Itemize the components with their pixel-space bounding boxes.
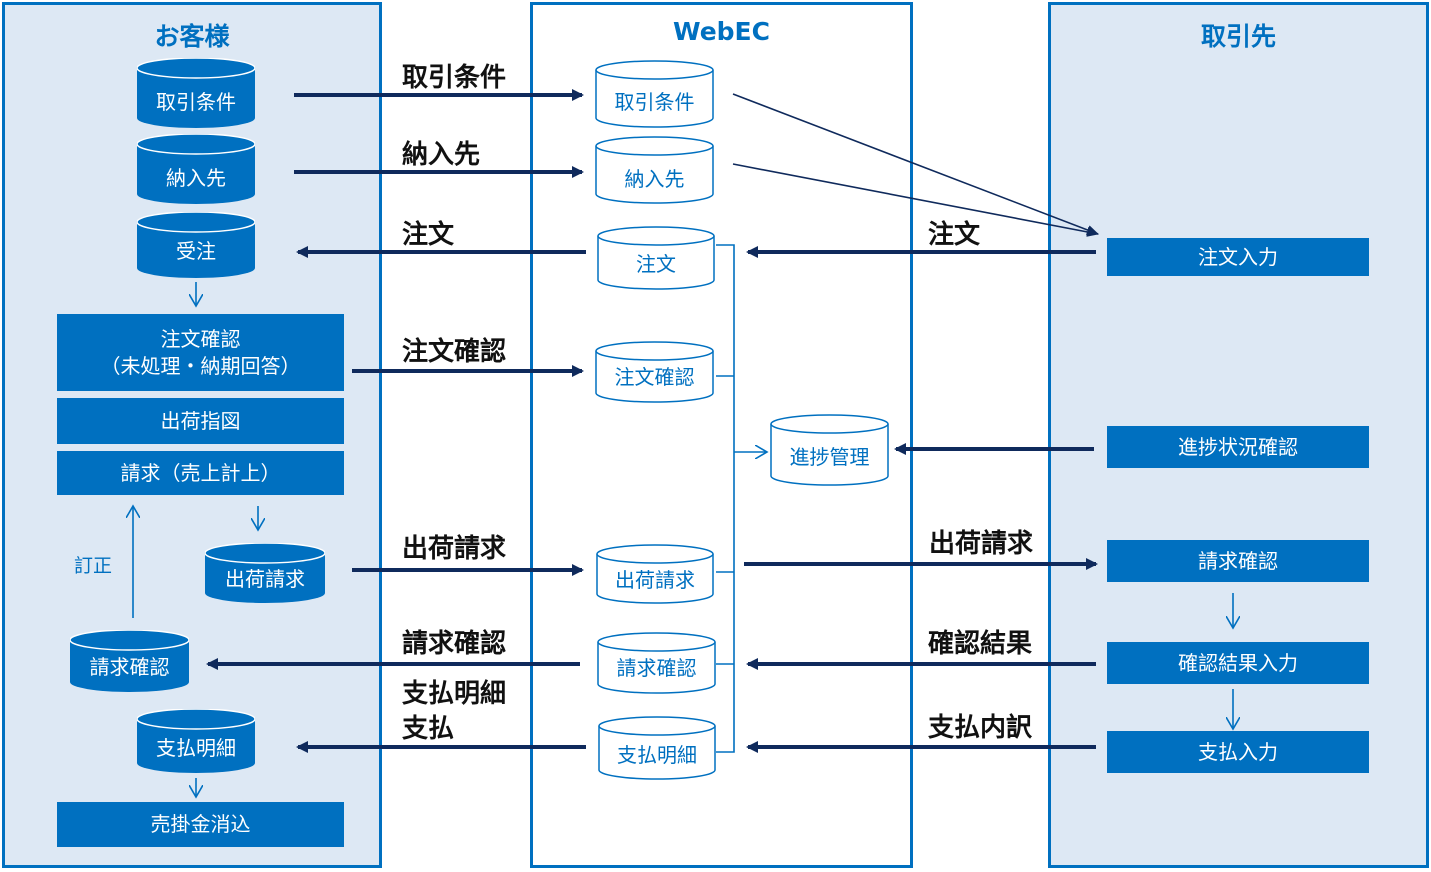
customer-order-db-label: 受注 [176,239,216,263]
webec-order-db: 注文 [597,226,715,290]
order-entry-label: 注文入力 [1198,244,1278,269]
progress-check-box: 進捗状況確認 [1107,426,1369,468]
webec-billing-confirm-db: 請求確認 [597,632,716,694]
order-entry-box: 注文入力 [1107,238,1369,276]
flow-label-payment-detail: 支払明細 [402,679,507,709]
webec-panel-title: WebEC [673,17,770,46]
supplier-billing-confirm-label: 請求確認 [1198,548,1278,573]
flow-label-order-confirm: 注文確認 [402,337,507,367]
flow-label-shipping-billing: 出荷請求 [402,534,507,564]
webec-progress-db: 進捗管理 [770,414,889,486]
flow-label-billing-confirm: 請求確認 [402,629,507,659]
order-confirm-line2: （未処理・納期回答） [100,353,301,378]
webec-payment-db: 支払明細 [598,716,716,780]
arrow-terms-to-order-entry [732,93,1099,235]
result-entry-label: 確認結果入力 [1178,650,1298,675]
shipping-instruction-box: 出荷指図 [57,398,344,444]
webec-shipping-billing-db: 出荷請求 [596,544,714,604]
webec-order-db-label: 注文 [636,252,676,276]
customer-payment-db: 支払明細 [137,709,255,773]
flow-label-supplier-shipping-billing: 出荷請求 [929,529,1034,559]
webec-delivery-db-label: 納入先 [624,167,685,191]
flow-label-order: 注文 [402,220,455,250]
customer-payment-db-label: 支払明細 [156,736,236,760]
payment-entry-box: 支払入力 [1107,731,1369,773]
webec-progress-db-label: 進捗管理 [789,445,870,469]
webec-order-confirm-db-label: 注文確認 [614,365,695,389]
customer-shipping-billing-db-label: 出荷請求 [225,567,305,591]
payment-entry-label: 支払入力 [1198,739,1278,764]
bracket-webec [716,244,735,753]
customer-delivery-db: 納入先 [137,134,255,204]
order-confirm-box: 注文確認 （未処理・納期回答） [57,314,344,391]
customer-order-db: 受注 [137,212,255,278]
webec-delivery-db: 納入先 [595,136,714,204]
customer-billing-confirm-db-label: 請求確認 [89,655,170,679]
receivable-clearing-box: 売掛金消込 [57,802,344,847]
flow-label-delivery: 納入先 [402,140,481,170]
customer-panel-title: お客様 [154,22,230,51]
billing-label: 請求（売上計上） [120,460,281,485]
correction-note: 訂正 [74,555,113,577]
receivable-clearing-label: 売掛金消込 [150,812,251,836]
webec-order-confirm-db: 注文確認 [595,341,714,403]
shipping-instruction-label: 出荷指図 [160,408,241,433]
progress-check-label: 進捗状況確認 [1178,434,1298,459]
supplier-panel-title: 取引先 [1200,22,1276,51]
customer-terms-db: 取引条件 [137,58,255,128]
customer-delivery-db-label: 納入先 [166,166,226,190]
flow-label-confirm-result: 確認結果 [928,629,1033,659]
billing-box: 請求（売上計上） [57,451,344,495]
webec-terms-db-label: 取引条件 [614,90,695,114]
flow-label-payment: 支払 [402,714,455,744]
customer-terms-db-label: 取引条件 [156,90,236,114]
order-confirm-line1: 注文確認 [160,326,241,351]
customer-billing-confirm-db: 請求確認 [70,630,189,692]
webec-billing-confirm-db-label: 請求確認 [616,656,697,680]
flow-label-terms: 取引条件 [402,63,507,93]
flow-label-payment-breakdown: 支払内訳 [928,713,1033,743]
flow-label-supplier-order: 注文 [928,220,981,250]
customer-shipping-billing-db: 出荷請求 [205,543,325,603]
webec-shipping-billing-db-label: 出荷請求 [615,568,695,592]
arrow-delivery-to-order-entry [732,163,1099,237]
supplier-billing-confirm-box: 請求確認 [1107,540,1369,582]
webec-terms-db: 取引条件 [595,60,714,128]
webec-payment-db-label: 支払明細 [617,743,697,767]
result-entry-box: 確認結果入力 [1107,642,1369,684]
